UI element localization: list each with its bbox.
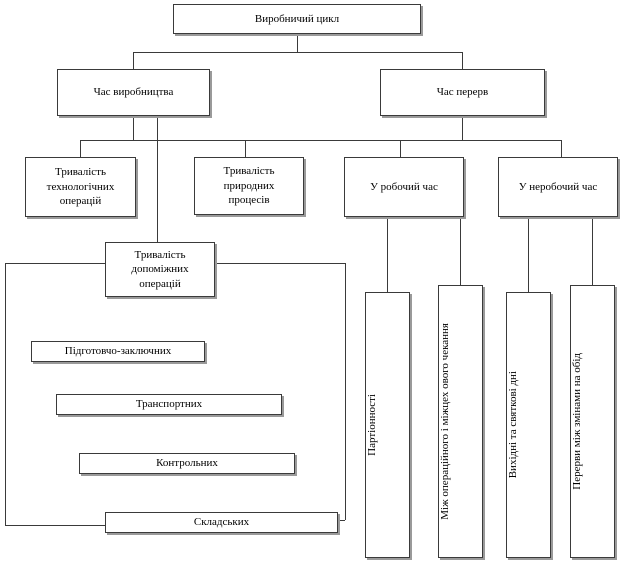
connector-drop-work-hours [400, 140, 401, 157]
node-root[interactable]: Виробничий цикл [173, 4, 421, 34]
connector-aux-right-arm [214, 263, 345, 264]
connector-drop-break-time [462, 52, 463, 69]
node-break-time-label: Час перерв [436, 86, 489, 99]
node-lunch-label: Перерви між змінами на обід [571, 353, 583, 490]
node-control-label: Контрольних [156, 457, 218, 470]
node-interop-label: Між операційного і міжцех ового чекання [439, 323, 451, 520]
connector-level2-bus [80, 140, 561, 141]
node-holidays[interactable]: Вихідні та святкові дні [506, 292, 551, 558]
connector-work-to-interop [460, 217, 461, 285]
node-interop[interactable]: Між операційного і міжцех ового чекання [438, 285, 483, 558]
node-aux-ops[interactable]: Тривалість допоміжних операцій [105, 242, 215, 297]
connector-prod-to-aux [157, 116, 158, 242]
connector-root-stem [297, 34, 298, 52]
node-work-hours[interactable]: У робочий час [344, 157, 464, 217]
connector-aux-left-rail [5, 263, 6, 525]
connector-drop-prod-time [133, 52, 134, 69]
node-storage-label: Складських [193, 516, 250, 529]
node-aux-ops-label: Тривалість допоміжних операцій [131, 248, 189, 290]
node-prod-time-label: Час виробництва [93, 86, 174, 99]
node-tech-ops[interactable]: Тривалість технологічних операцій [25, 157, 136, 217]
connector-nonwork-to-lunch [592, 217, 593, 285]
node-transport[interactable]: Транспортних [56, 394, 282, 415]
node-prep-final[interactable]: Підготовчо-заключних [31, 341, 205, 362]
node-holidays-label: Вихідні та святкові дні [507, 371, 519, 479]
connector-prod-time-stem [133, 116, 134, 140]
node-nat-proc-label: Тривалість природних процесів [223, 165, 275, 207]
node-prep-final-label: Підготовчо-заключних [64, 345, 172, 358]
node-nat-proc[interactable]: Тривалість природних процесів [194, 157, 304, 215]
connector-nonwork-to-holidays [528, 217, 529, 292]
connector-break-time-stem [462, 116, 463, 140]
node-storage[interactable]: Складських [105, 512, 338, 533]
node-nonwork-hours[interactable]: У неробочий час [498, 157, 618, 217]
connector-aux-right-rail [345, 263, 346, 520]
connector-aux-left-foot [5, 525, 105, 526]
node-lunch[interactable]: Перерви між змінами на обід [570, 285, 615, 558]
node-work-hours-label: У робочий час [370, 180, 438, 193]
node-control[interactable]: Контрольних [79, 453, 295, 474]
connector-level1-bus [133, 52, 463, 53]
connector-drop-tech-ops [80, 140, 81, 157]
node-prod-time[interactable]: Час виробництва [57, 69, 210, 116]
connector-drop-nat-proc [245, 140, 246, 157]
node-transport-label: Транспортних [135, 398, 203, 411]
node-batch-label: Партіонності [366, 394, 378, 456]
connector-aux-left-arm [5, 263, 106, 264]
node-nonwork-hours-label: У неробочий час [518, 180, 598, 193]
node-batch[interactable]: Партіонності [365, 292, 410, 558]
node-tech-ops-label: Тривалість технологічних операцій [46, 166, 115, 208]
node-root-label: Виробничий цикл [254, 12, 340, 25]
node-break-time[interactable]: Час перерв [380, 69, 545, 116]
connector-drop-nonwork-hours [561, 140, 562, 157]
connector-work-to-batch [387, 217, 388, 292]
